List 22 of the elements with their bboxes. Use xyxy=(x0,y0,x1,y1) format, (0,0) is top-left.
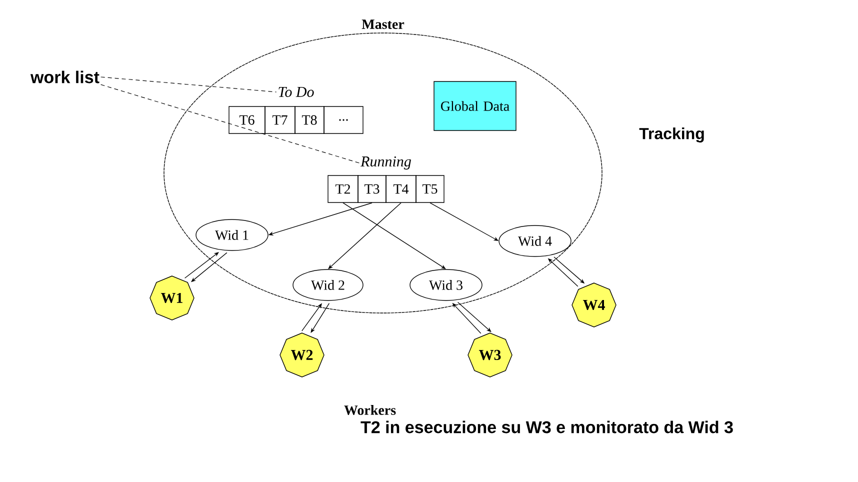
section-label: Workers xyxy=(344,405,396,415)
arrow xyxy=(310,303,330,333)
list-heading: Running xyxy=(360,156,411,170)
data-box: Global Data xyxy=(434,81,516,131)
task-cell: T4 xyxy=(386,175,416,203)
leader-line xyxy=(100,76,277,92)
worker-octagon: W1 xyxy=(150,276,194,320)
worker-octagon: W3 xyxy=(468,332,512,378)
side-label: Tracking xyxy=(639,128,704,142)
caption: T2 in esecuzione su W3 e monitorato da Wid 3 xyxy=(360,420,733,434)
task-cell: T5 xyxy=(416,175,444,203)
list-label: work list xyxy=(30,70,100,84)
list-heading: To Do xyxy=(278,87,314,97)
worker-octagon: W4 xyxy=(572,282,616,328)
task-cell: T7 xyxy=(264,106,296,134)
leader-line xyxy=(100,84,360,164)
task-cell: T8 xyxy=(294,106,324,134)
task-cell: T6 xyxy=(228,106,266,134)
worker-octagon: W2 xyxy=(280,332,324,378)
task-cell: T3 xyxy=(358,175,386,203)
task-cell: T2 xyxy=(328,175,358,203)
task-cell: ... xyxy=(324,106,364,134)
